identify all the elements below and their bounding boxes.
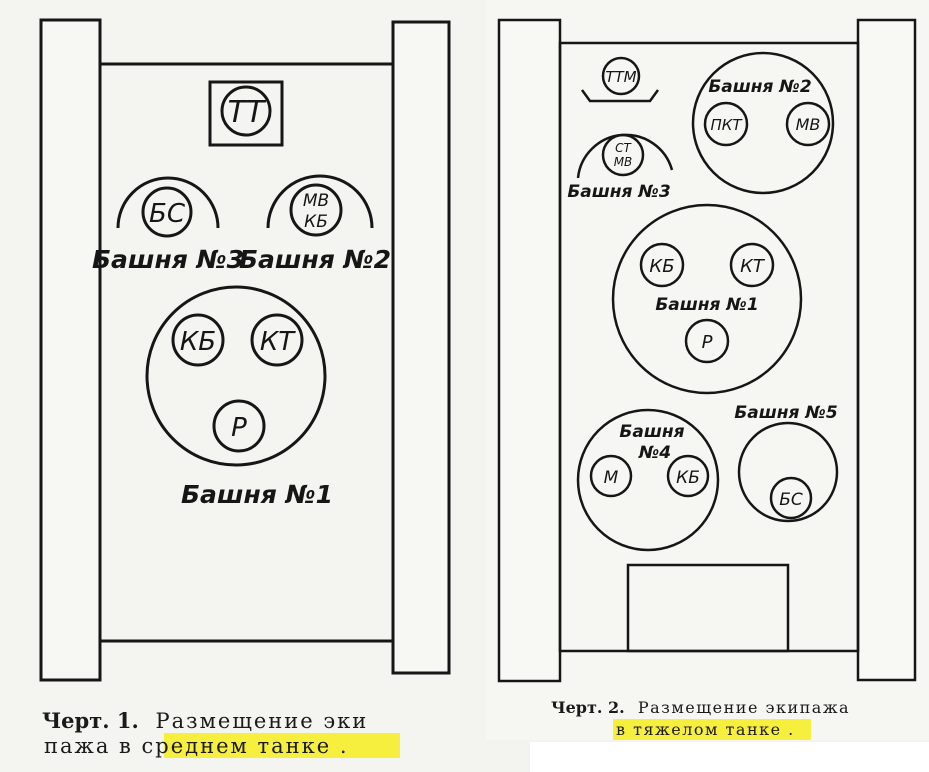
figure-2-labels: ТТМ СТ МВ Башня №3 Башня №2 ПКТ МВ КБ КТ… bbox=[567, 68, 837, 510]
turret-1-seat-r-label: Р bbox=[231, 413, 247, 443]
turret-5-seat-bs-label: БС bbox=[779, 490, 803, 510]
caption-1-text: Размещение эки bbox=[155, 709, 368, 733]
turret-1-seat-kt-label: КТ bbox=[740, 256, 766, 277]
caption-1-highlighted: среднем танке bbox=[142, 734, 332, 758]
turret-5-seat-bs bbox=[769, 476, 813, 520]
caption-2-highlight bbox=[613, 719, 811, 740]
turret-4-title-line-1: Башня bbox=[619, 422, 684, 442]
caption-1-line-2: пажа в среднем танке . bbox=[44, 734, 349, 758]
turret-2-arc bbox=[266, 174, 374, 229]
turret-1-seat-kt bbox=[729, 242, 775, 288]
turret-5-ring bbox=[737, 421, 839, 523]
turret-1-seat-kb-label: КБ bbox=[180, 327, 216, 357]
turret-2-ring bbox=[691, 51, 835, 195]
caption-2-prefix: Черт. 2. bbox=[551, 698, 625, 717]
caption-1-end: . bbox=[340, 734, 349, 758]
turret-1-seat-r bbox=[684, 318, 730, 364]
turret-2-title: Башня №2 bbox=[708, 77, 811, 97]
turret-3-arc bbox=[116, 176, 220, 229]
turret-1-ring bbox=[145, 285, 327, 467]
turret-4-ring bbox=[576, 408, 720, 552]
driver-seat-circle bbox=[220, 85, 272, 137]
left-track bbox=[497, 18, 562, 683]
right-track bbox=[856, 18, 917, 682]
turret-3-seat-label: БС bbox=[149, 199, 186, 229]
caption-2-line-1: Черт. 2. Размещение экипажа bbox=[551, 698, 850, 717]
turret-1-seat-kb-label: КБ bbox=[649, 256, 674, 277]
turret-1-seat-r bbox=[212, 399, 266, 453]
turret-2-seat-mv-kb bbox=[289, 183, 343, 237]
turret-3-title: Башня №3 bbox=[567, 182, 670, 202]
caption-2-end: . bbox=[788, 720, 795, 739]
turret-3-seat-bs bbox=[141, 186, 193, 238]
turret-4-seat-kb-label: КБ bbox=[676, 468, 700, 488]
figure-1-labels: ТТ БС Башня №3 МВ КБ Башня №2 КБ КТ Р Ба… bbox=[92, 95, 391, 509]
turret-3-seat bbox=[601, 133, 645, 177]
driver-seat-circle bbox=[601, 56, 641, 96]
left-track bbox=[39, 18, 102, 682]
turret-1-seat-r-label: Р bbox=[702, 332, 713, 353]
turret-4-seat-kb bbox=[666, 454, 710, 498]
driver-label: ТТ bbox=[228, 95, 267, 130]
turret-1-seat-kt bbox=[250, 313, 304, 367]
turret-4-title-line-2: №4 bbox=[638, 443, 671, 463]
turret-4-seat-m bbox=[589, 454, 633, 498]
turret-1-title: Башня №1 bbox=[655, 295, 758, 315]
turret-2-seat-pkt-label: ПКТ bbox=[710, 116, 743, 134]
figure-2-heavy-tank bbox=[497, 18, 917, 683]
turret-3-seat-top-label: СТ bbox=[615, 141, 632, 155]
caption-1-highlight bbox=[164, 733, 400, 758]
turret-1-ring bbox=[611, 203, 803, 395]
caption-2-text: Размещение экипажа bbox=[638, 698, 850, 717]
caption-2-line-2: в тяжелом танке . bbox=[616, 720, 795, 739]
right-track bbox=[391, 20, 451, 675]
turret-3-seat-bottom-label: МВ bbox=[614, 155, 633, 169]
caption-1-plain: пажа в bbox=[44, 734, 142, 758]
driver-box bbox=[208, 80, 284, 147]
turret-2-seat-top-label: МВ bbox=[303, 191, 329, 211]
turret-1-seat-kb bbox=[639, 242, 685, 288]
blank-strip bbox=[530, 742, 929, 772]
turret-1-seat-kt-label: КТ bbox=[260, 327, 296, 357]
driver-seat-bracket bbox=[580, 89, 660, 103]
turret-1-title: Башня №1 bbox=[181, 480, 333, 509]
turret-1-seat-kb bbox=[171, 313, 225, 367]
caption-2-highlighted: в тяжелом танке bbox=[616, 720, 782, 739]
engine-compartment bbox=[626, 563, 790, 653]
turret-2-seat-bottom-label: КБ bbox=[304, 212, 328, 232]
figure-1-medium-tank bbox=[39, 18, 451, 682]
turret-2-seat-pkt bbox=[703, 101, 749, 147]
turret-2-seat-mv bbox=[785, 101, 831, 147]
turret-5-title: Башня №5 bbox=[734, 403, 837, 423]
hull bbox=[98, 62, 395, 643]
turret-3-title: Башня №3 bbox=[92, 245, 244, 274]
turret-2-title: Башня №2 bbox=[239, 245, 391, 274]
driver-seat-label: ТТМ bbox=[605, 68, 636, 86]
caption-1-prefix: Черт. 1. bbox=[42, 708, 139, 733]
turret-2-seat-mv-label: МВ bbox=[796, 115, 821, 134]
turret-4-seat-m-label: М bbox=[604, 468, 619, 488]
caption-1-line-1: Черт. 1. Размещение эки bbox=[42, 708, 368, 733]
